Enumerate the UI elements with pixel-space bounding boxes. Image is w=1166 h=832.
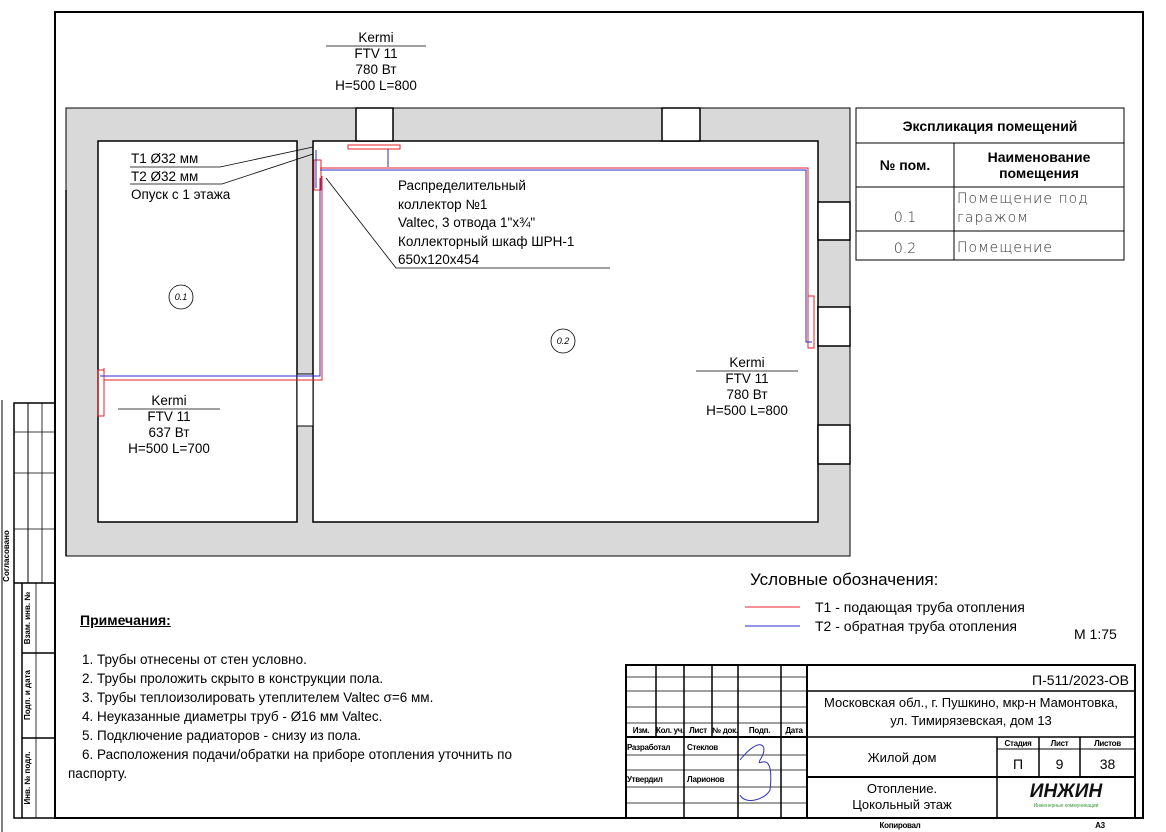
sheets-label: Листов [1094, 738, 1121, 748]
sheet-value: 9 [1055, 755, 1064, 772]
radiator-power: 637 Вт [148, 425, 190, 440]
stage-value: П [1012, 755, 1024, 772]
radiator-brand: Kermi [729, 355, 765, 370]
leader-lines [118, 45, 798, 410]
room-tag-circle [168, 284, 194, 310]
col-header: Лист [689, 725, 707, 735]
room-0.1 [97, 140, 298, 523]
note-item: паспорту. [68, 766, 128, 781]
room-tag-0.2: 0.2 [556, 336, 570, 346]
copied-label: Копировал [879, 820, 921, 830]
radiator-model: FTV 11 [725, 371, 769, 386]
note-item: 2. Трубы проложить скрыто в конструкции … [82, 671, 384, 686]
explication-col-name: Наименование помещения [987, 149, 1091, 181]
note-item: 5. Подключение радиаторов - снизу из пол… [82, 728, 362, 743]
side-stamp-inv-orig: Инв. № подл. [23, 751, 32, 805]
radiator-label-room-0.2: Kermi FTV 11 780 Вт H=500 L=800 [687, 355, 807, 419]
room-0.2 [312, 140, 819, 523]
note-item: 6. Расположения подачи/обратки на прибор… [82, 747, 512, 762]
explication-title: Экспликация помещений [902, 117, 1078, 134]
side-stamp-agreed: Согласовано [2, 530, 11, 582]
collector-line: Распределительный [398, 178, 526, 193]
radiator-brand: Kermi [358, 30, 394, 45]
title-block-grid [625, 664, 1136, 819]
radiator-power: 780 Вт [355, 62, 397, 77]
side-stamp-grid [13, 402, 56, 819]
note-item: 1. Трубы отнесены от стен условно. [82, 652, 307, 667]
approved-by: Ларионов [687, 774, 725, 784]
col-header: Изм. [632, 725, 650, 735]
company-logo-subtitle: Инженерные коммуникации [1033, 803, 1099, 809]
developed-label: Разработал [627, 742, 671, 752]
project-code: П-511/2023-ОВ [1032, 672, 1129, 688]
radiator-size: H=500 L=800 [706, 403, 788, 418]
sheet-title-line-2: Цокольный этаж [852, 796, 952, 812]
signature-mark [739, 744, 772, 801]
side-stamp-inv-replace: Взам. инв. № [23, 591, 32, 645]
riser-t1-label: T1 Ø32 мм [131, 151, 199, 166]
sheet-title-line-1: Отопление. [866, 780, 938, 796]
radiator-size: H=500 L=700 [128, 441, 210, 456]
sheets-value: 38 [1099, 755, 1116, 772]
developed-by: Стеклов [687, 742, 718, 752]
collector-label: Распределительный коллектор №1 Valtec, 3… [398, 177, 574, 270]
address-line-1: Московская обл., г. Пушкино, мкр-н Мамон… [824, 694, 1118, 710]
radiator-label-room-0.1: Kermi FTV 11 637 Вт H=500 L=700 [109, 393, 229, 457]
radiator-model: FTV 11 [354, 46, 398, 61]
company-logo: ИНЖИН [1029, 781, 1103, 802]
explication-row-num: 0.2 [893, 241, 917, 257]
room-tag-circle [550, 328, 576, 354]
sheet-label: Лист [1050, 738, 1069, 748]
interior-door [296, 373, 314, 427]
riser-t2-label: T2 Ø32 мм [131, 169, 199, 184]
legend-title: Условные обозначения: [750, 570, 939, 589]
col-header: № док. [712, 725, 738, 735]
riser-note: Опуск с 1 этажа [131, 187, 231, 202]
building-name: Жилой дом [867, 749, 937, 765]
explication-col-num: № пом. [879, 157, 931, 173]
room-tag-0.1: 0.1 [174, 292, 188, 302]
notes-title: Примечания: [80, 612, 171, 628]
scale-label: М 1:75 [1074, 626, 1117, 642]
explication-table-grid [855, 107, 1125, 261]
return-pipes [100, 149, 812, 377]
legend-return-label: T2 - обратная труба отопления [815, 618, 1018, 634]
notes-list: 1. Трубы отнесены от стен условно. 2. Тр… [68, 650, 512, 783]
windows [355, 107, 851, 465]
address-line-2: ул. Тимирязевская, дом 13 [890, 712, 1052, 728]
side-stamp-sign-date: Подп. и дата [23, 670, 32, 720]
radiator-power: 780 Вт [726, 387, 768, 402]
supply-pipes [97, 144, 815, 417]
explication-row-name: Помещение [957, 240, 1054, 256]
col-header: Кол. уч. [656, 725, 685, 735]
note-item: 4. Неуказанные диаметры труб - Ø16 мм Va… [82, 709, 383, 724]
collector-line: Коллекторный шкаф ШРН-1 [398, 233, 575, 249]
legend-supply-label: T1 - подающая труба отопления [815, 599, 1025, 615]
col-header: Подп. [748, 725, 771, 735]
note-item: 3. Трубы теплоизолировать утеплителем Va… [82, 690, 434, 705]
stage-label: Стадия [1004, 738, 1032, 748]
sheet-format: А3 [1095, 820, 1105, 830]
radiator-brand: Kermi [151, 393, 187, 408]
approved-label: Утвердил [627, 774, 663, 784]
col-header: Дата [785, 725, 803, 735]
explication-row-num: 0.1 [893, 210, 917, 226]
collector-line: Valtec, 3 отвода 1"x¾" [398, 215, 536, 230]
collector-line: 650x120x454 [398, 252, 480, 267]
collector-line: коллектор №1 [398, 196, 488, 212]
radiator-size: H=500 L=800 [335, 78, 417, 93]
radiator-model: FTV 11 [147, 409, 191, 424]
radiator-label-top: Kermi FTV 11 780 Вт H=500 L=800 [316, 30, 436, 94]
explication-row-name: Помещение под гаражом [957, 191, 1089, 226]
